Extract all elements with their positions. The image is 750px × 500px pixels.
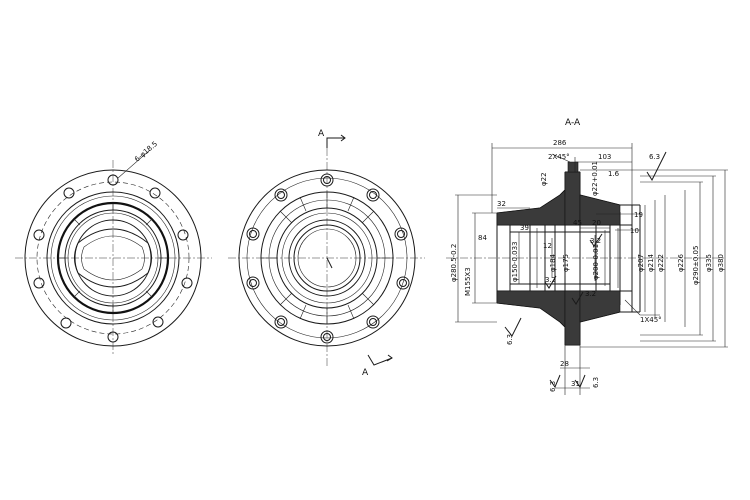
dim-10: 10	[630, 227, 639, 235]
rough-16: 1.6	[608, 170, 620, 178]
rough-63-b1: 6.3	[549, 381, 557, 392]
dim-phi175: φ175	[562, 254, 570, 272]
roughness-symbols	[504, 151, 667, 389]
dim-19: 19	[634, 211, 643, 219]
dim-phi200: φ200-0.01	[592, 244, 600, 280]
left-view: 6-φ18.5	[15, 140, 212, 356]
dim-103: 103	[598, 153, 611, 161]
dim-28: 28	[560, 360, 569, 368]
dim-phi22-tol: φ22+0.01	[591, 161, 599, 196]
dim-phi290: φ290±0.05	[692, 246, 700, 285]
rough-32-a: 3.2	[590, 237, 601, 245]
section-view: A-A	[446, 118, 728, 395]
middle-view: A A	[228, 129, 425, 378]
rough-63-left: 6.3	[506, 334, 514, 345]
dim-84: 84	[478, 234, 487, 242]
dim-phi22: φ22	[540, 172, 548, 186]
rough-63-b2: 6.3	[592, 377, 600, 388]
dim-286: 286	[553, 139, 567, 147]
dim-phi380: φ380	[717, 254, 725, 272]
dim-phi280: φ280.5-0.2	[450, 244, 458, 282]
dim-31: 31	[571, 380, 580, 388]
dim-phi222: φ222	[657, 254, 665, 272]
dim-45: 45	[573, 219, 582, 227]
rough-63-top: 6.3	[649, 153, 660, 161]
dim-phi184: φ184	[549, 253, 557, 272]
section-label-a-top: A	[318, 129, 325, 139]
rough-32-c: 3.2	[585, 290, 596, 298]
dim-phi150: φ150-0.033	[511, 241, 519, 282]
dim-phi335: φ335	[705, 254, 713, 272]
dim-2x45: 2X45°	[548, 153, 570, 161]
dim-phi226: φ226	[677, 253, 685, 272]
dim-phi214: φ214	[647, 253, 655, 272]
dim-20: 20	[592, 219, 601, 227]
section-label-a-bottom: A	[362, 368, 369, 378]
dim-m155: M155X3	[464, 267, 472, 296]
dim-32: 32	[497, 200, 506, 208]
hole-note: 6-φ18.5	[133, 140, 159, 164]
dim-39: 39	[520, 224, 529, 232]
rough-32-b: 3.2	[545, 276, 556, 284]
dim-12: 12	[543, 242, 552, 250]
section-title: A-A	[565, 118, 581, 128]
dim-1x45: 1X45°	[640, 316, 662, 324]
dim-phi207: φ207	[637, 254, 645, 272]
